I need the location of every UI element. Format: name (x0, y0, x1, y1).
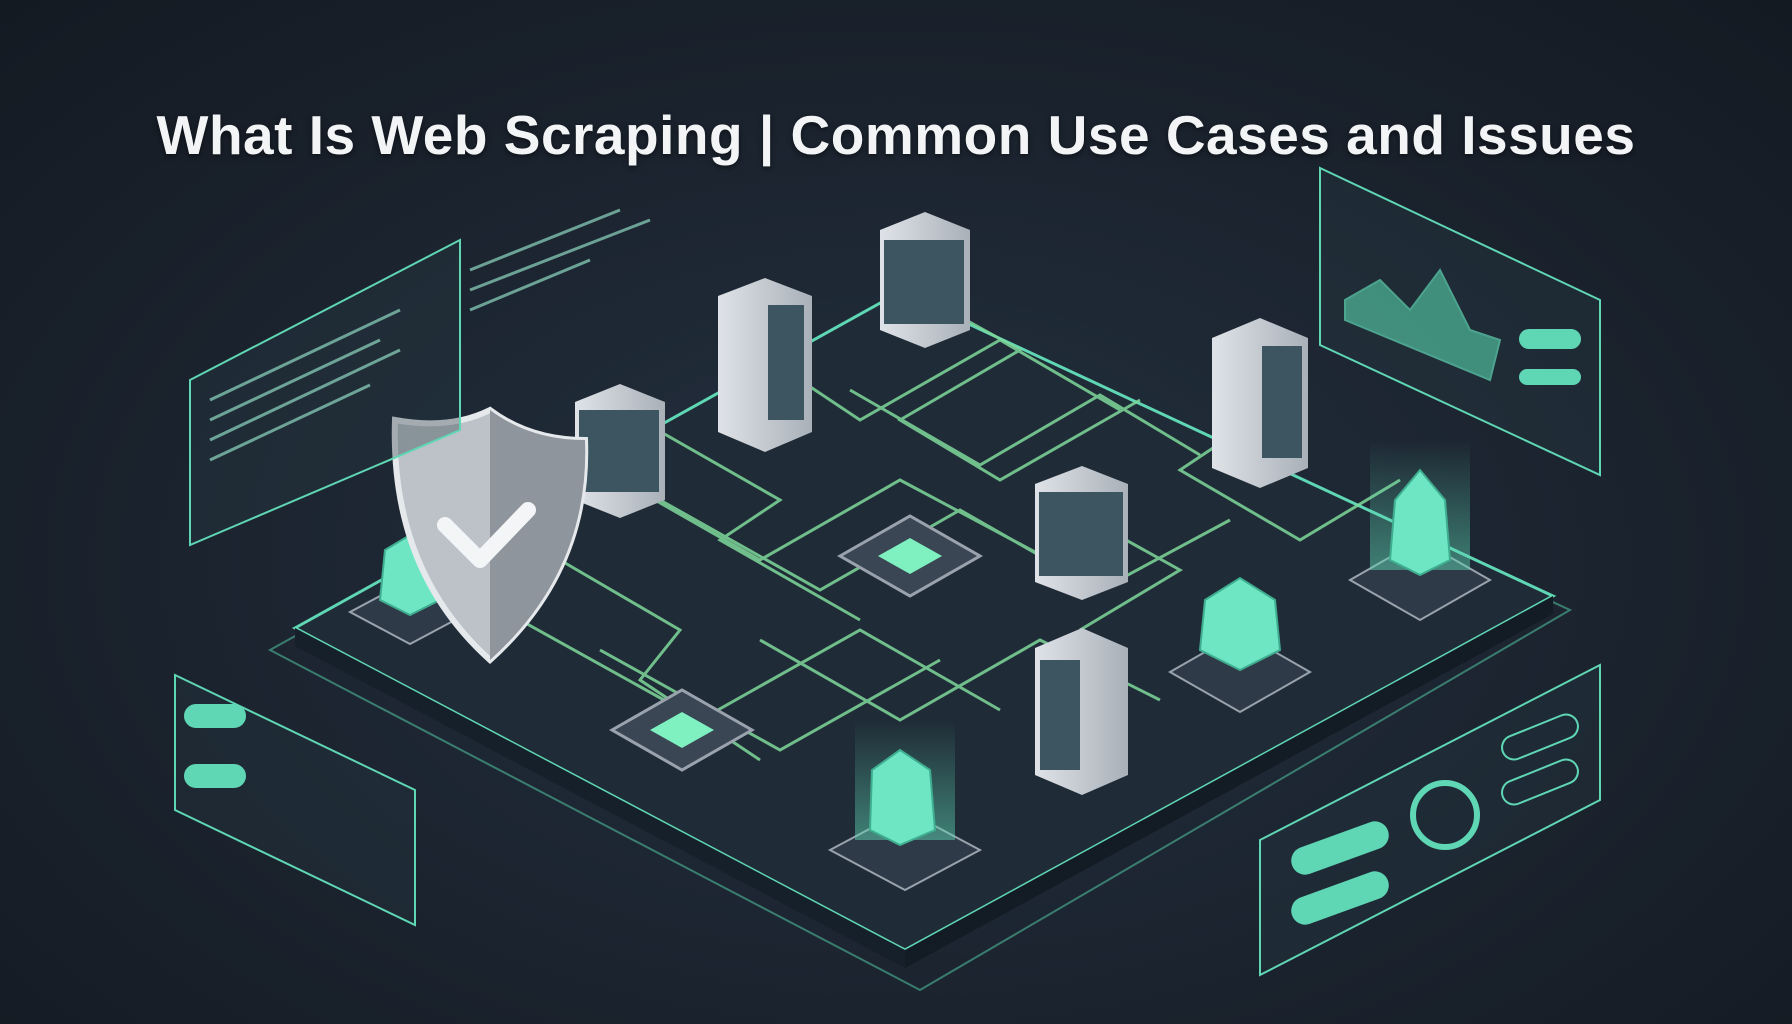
server-icons (575, 212, 1308, 795)
crystal-data-icons (347, 440, 1493, 892)
server-icon (575, 384, 665, 518)
chart-panel-icon (1319, 166, 1601, 477)
server-icon (1035, 628, 1128, 795)
crystal-data-icon (1167, 576, 1313, 714)
button-panel-icon (174, 673, 416, 927)
crystal-data-icon (827, 720, 983, 892)
page-title: What Is Web Scraping | Common Use Cases … (156, 103, 1636, 166)
chip-node-icon (836, 514, 984, 598)
control-panel-icon (1259, 663, 1601, 977)
code-panel-icon (189, 208, 651, 547)
server-icon (1212, 318, 1308, 488)
chip-node-icon (608, 688, 756, 772)
crystal-data-icon (1347, 440, 1493, 622)
server-icon (880, 212, 970, 348)
server-icon (1035, 466, 1128, 600)
server-icon (718, 278, 812, 452)
shield-check-icon (391, 406, 589, 665)
circuit-lines (519, 298, 1401, 762)
